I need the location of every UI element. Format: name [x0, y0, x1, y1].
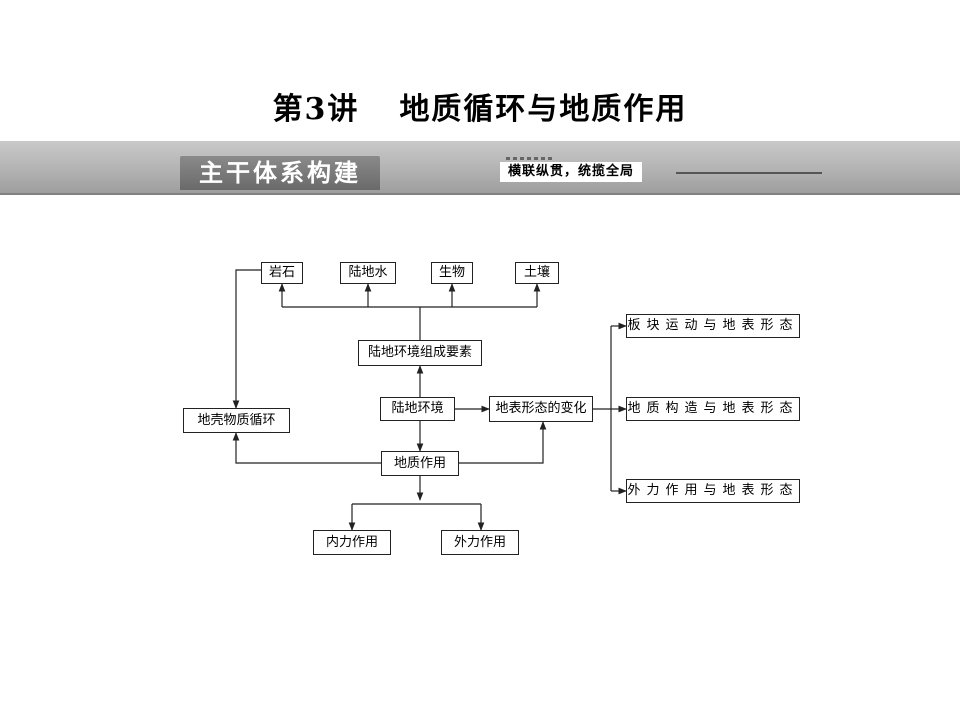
- node-rock: 岩石: [261, 262, 303, 284]
- section-band: [0, 141, 960, 195]
- arrow-geo-to-crust: [232, 432, 381, 464]
- node-biology: 生物: [431, 262, 473, 284]
- node-internal: 内力作用: [313, 530, 391, 555]
- node-plate: 板块运动与地表形态: [626, 314, 800, 338]
- node-crust-cycle: 地壳物质循环: [183, 408, 290, 433]
- node-external: 外力作用: [441, 530, 519, 555]
- node-land-water: 陆地水: [340, 262, 396, 284]
- arrow-rock-to-crust: [232, 269, 261, 409]
- node-elements: 陆地环境组成要素: [358, 340, 482, 366]
- arrow-geo-to-surface: [459, 421, 547, 464]
- node-land-env: 陆地环境: [380, 397, 455, 421]
- page-title: 第3讲 地质循环与地质作用: [0, 84, 960, 128]
- node-external-surface: 外力作用与地表形态: [626, 479, 800, 503]
- title-lecture: 第3讲: [272, 92, 360, 127]
- title-topic: 地质循环与地质作用: [399, 92, 688, 127]
- node-soil: 土壤: [515, 262, 559, 284]
- slogan-dots: [506, 157, 554, 160]
- section-slogan: 横联纵贯，统揽全局: [500, 162, 643, 182]
- slogan-rule: [676, 172, 822, 174]
- node-surface-change: 地表形态的变化: [489, 396, 593, 422]
- node-geo-action: 地质作用: [381, 451, 459, 476]
- section-tab-label: 主干体系构建: [180, 156, 380, 190]
- node-structure: 地质构造与地表形态: [626, 397, 800, 421]
